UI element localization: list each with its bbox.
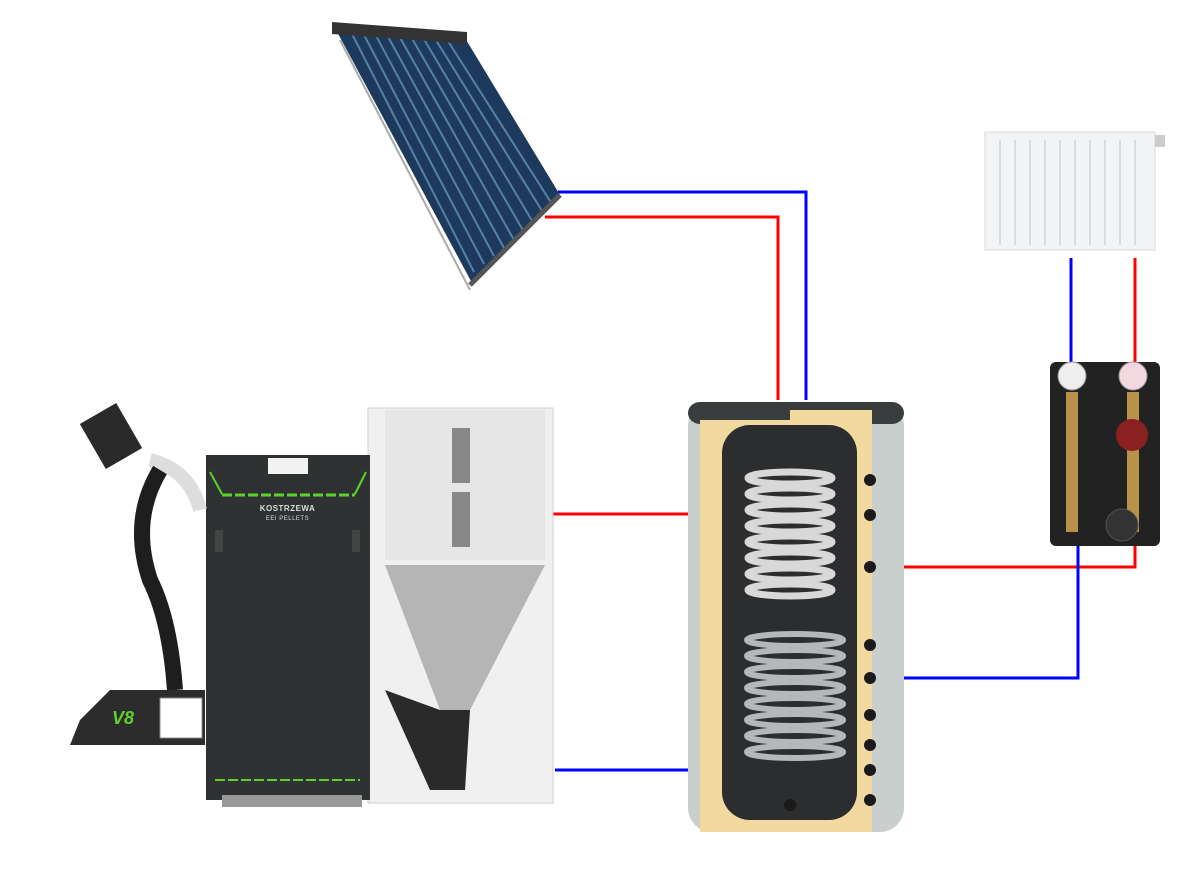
circulation-pump-icon (1116, 419, 1148, 451)
boiler-model-label: EEI PELLETS (265, 516, 310, 522)
burner-logo: V8 (112, 708, 135, 728)
feeder-motor (79, 402, 143, 470)
pellet-boiler (206, 455, 370, 807)
radiator (984, 131, 1165, 251)
solar-collector (332, 22, 562, 291)
thermometer-blue-icon (1057, 361, 1087, 391)
buffer-tank (688, 402, 904, 832)
boiler-brand-label: KOSTRZEWA (259, 504, 316, 513)
solar-return-pipe (558, 190, 808, 400)
thermometer-red-icon (1118, 361, 1148, 391)
pump-group (1050, 361, 1160, 546)
pellet-hopper (367, 407, 554, 804)
pellet-burner (70, 402, 207, 745)
pipes (545, 190, 1137, 772)
heating-return-pipe (870, 545, 1080, 680)
control-panel-display (268, 458, 308, 474)
heating-supply-pipe (870, 545, 1137, 569)
solar-supply-pipe (545, 215, 780, 400)
